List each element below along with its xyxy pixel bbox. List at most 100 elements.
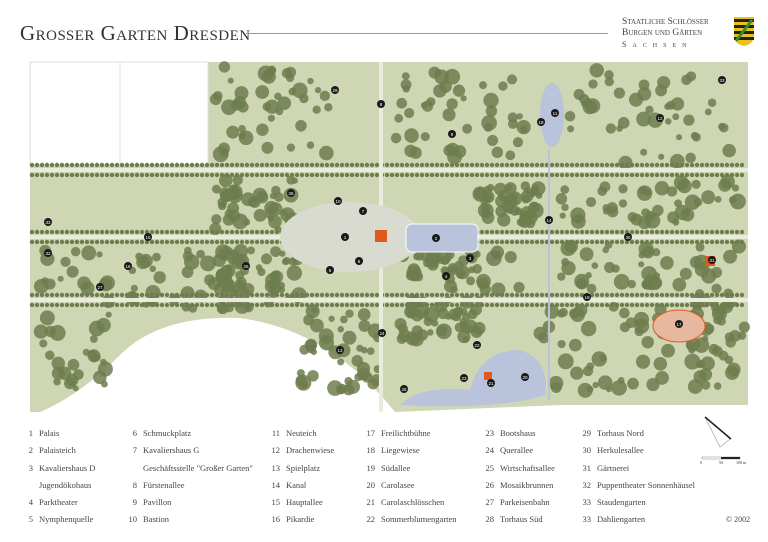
- map-marker-17[interactable]: 17: [675, 320, 683, 328]
- map-marker-14[interactable]: 14: [545, 216, 553, 224]
- map-marker-28[interactable]: 28: [400, 385, 408, 393]
- tree-row: [79, 172, 85, 178]
- map-marker-18[interactable]: 18: [537, 118, 545, 126]
- map-marker-26[interactable]: 26: [287, 189, 295, 197]
- map-marker-4[interactable]: 4: [442, 272, 450, 280]
- map-marker-8[interactable]: 8: [377, 100, 385, 108]
- tree-clump: [516, 113, 523, 120]
- map-marker-27[interactable]: 27: [96, 283, 104, 291]
- map-marker-13[interactable]: 13: [336, 346, 344, 354]
- map-marker-15[interactable]: 15: [144, 233, 152, 241]
- tree-row: [349, 172, 355, 178]
- tree-clump: [152, 252, 161, 262]
- tree-clump: [238, 130, 254, 146]
- map-marker-5[interactable]: 5: [326, 266, 334, 274]
- map-marker-10[interactable]: 10: [334, 197, 342, 205]
- map-marker-23[interactable]: 23: [460, 374, 468, 382]
- tree-row: [164, 162, 170, 168]
- tree-clump: [660, 256, 674, 270]
- map-marker-33[interactable]: 33: [44, 218, 52, 226]
- map-marker-2[interactable]: 2: [432, 234, 440, 242]
- tree-clump: [66, 265, 79, 278]
- tree-clump: [396, 333, 407, 344]
- tree-row: [134, 172, 140, 178]
- tree-row: [204, 292, 210, 298]
- tree-clump: [402, 85, 410, 93]
- map-marker-6[interactable]: 6: [355, 257, 363, 265]
- tree-row: [619, 172, 625, 178]
- map-marker-25[interactable]: 25: [242, 262, 250, 270]
- legend-text: Pikardie: [286, 514, 315, 525]
- tree-clump: [44, 278, 56, 290]
- legend-label: Wirtschaftsallee: [500, 460, 555, 477]
- tree-row: [729, 229, 735, 235]
- tree-row: [139, 302, 145, 308]
- tree-row: [534, 302, 540, 308]
- tree-row: [584, 239, 590, 245]
- map-marker-29[interactable]: 29: [331, 86, 339, 94]
- tree-row: [434, 162, 440, 168]
- map-marker-32[interactable]: 32: [44, 249, 52, 257]
- tree-row: [174, 302, 180, 308]
- tree-row: [529, 229, 535, 235]
- map-marker-7[interactable]: 7: [359, 207, 367, 215]
- tree-clump: [63, 377, 76, 390]
- map-marker-1[interactable]: 1: [341, 233, 349, 241]
- tree-clump: [573, 88, 585, 100]
- tree-row: [174, 229, 180, 235]
- tree-row: [29, 162, 35, 168]
- map-marker-24[interactable]: 24: [378, 329, 386, 337]
- tree-row: [509, 302, 515, 308]
- tree-clump: [485, 105, 498, 117]
- tree-row: [604, 302, 610, 308]
- map-marker-11[interactable]: 11: [551, 109, 559, 117]
- tree-clump: [366, 347, 375, 355]
- tree-row: [189, 229, 195, 235]
- tree-row: [164, 302, 170, 308]
- legend-text: Querallee: [500, 445, 534, 456]
- map-marker-33[interactable]: 33: [718, 76, 726, 84]
- tree-clump: [306, 141, 315, 149]
- map-marker-21[interactable]: 21: [487, 379, 495, 387]
- tree-clump: [512, 137, 524, 148]
- map-marker-31[interactable]: 31: [708, 256, 716, 264]
- tree-row: [469, 292, 475, 298]
- tree-clump: [652, 248, 661, 257]
- map-marker-19[interactable]: 19: [583, 293, 591, 301]
- tree-clump: [658, 153, 665, 160]
- tree-row: [524, 229, 530, 235]
- tree-row: [494, 229, 500, 235]
- tree-row: [114, 239, 120, 245]
- map-marker-20[interactable]: 20: [521, 373, 529, 381]
- map-marker-12[interactable]: 12: [656, 114, 664, 122]
- tree-clump: [701, 380, 711, 390]
- tree-row: [604, 162, 610, 168]
- tree-row: [374, 172, 380, 178]
- marker-dot: [448, 130, 456, 138]
- tree-row: [144, 302, 150, 308]
- map-marker-9[interactable]: 9: [448, 130, 456, 138]
- tree-row: [474, 162, 480, 168]
- tree-row: [484, 229, 490, 235]
- tree-clump: [707, 98, 717, 107]
- tree-row: [249, 172, 255, 178]
- tree-clump: [725, 337, 736, 348]
- tree-row: [214, 172, 220, 178]
- map-marker-3[interactable]: 3: [466, 254, 474, 262]
- tree-row: [739, 239, 745, 245]
- tree-row: [594, 229, 600, 235]
- tree-clump: [508, 118, 518, 129]
- map-marker-30[interactable]: 30: [624, 233, 632, 241]
- tree-clump: [448, 308, 460, 321]
- map-marker-16[interactable]: 16: [124, 262, 132, 270]
- tree-row: [274, 172, 280, 178]
- tree-row: [434, 292, 440, 298]
- legend-label: Torhaus Süd: [500, 511, 543, 528]
- tree-clump: [482, 190, 495, 204]
- tree-row: [424, 292, 430, 298]
- map-marker-22[interactable]: 22: [473, 341, 481, 349]
